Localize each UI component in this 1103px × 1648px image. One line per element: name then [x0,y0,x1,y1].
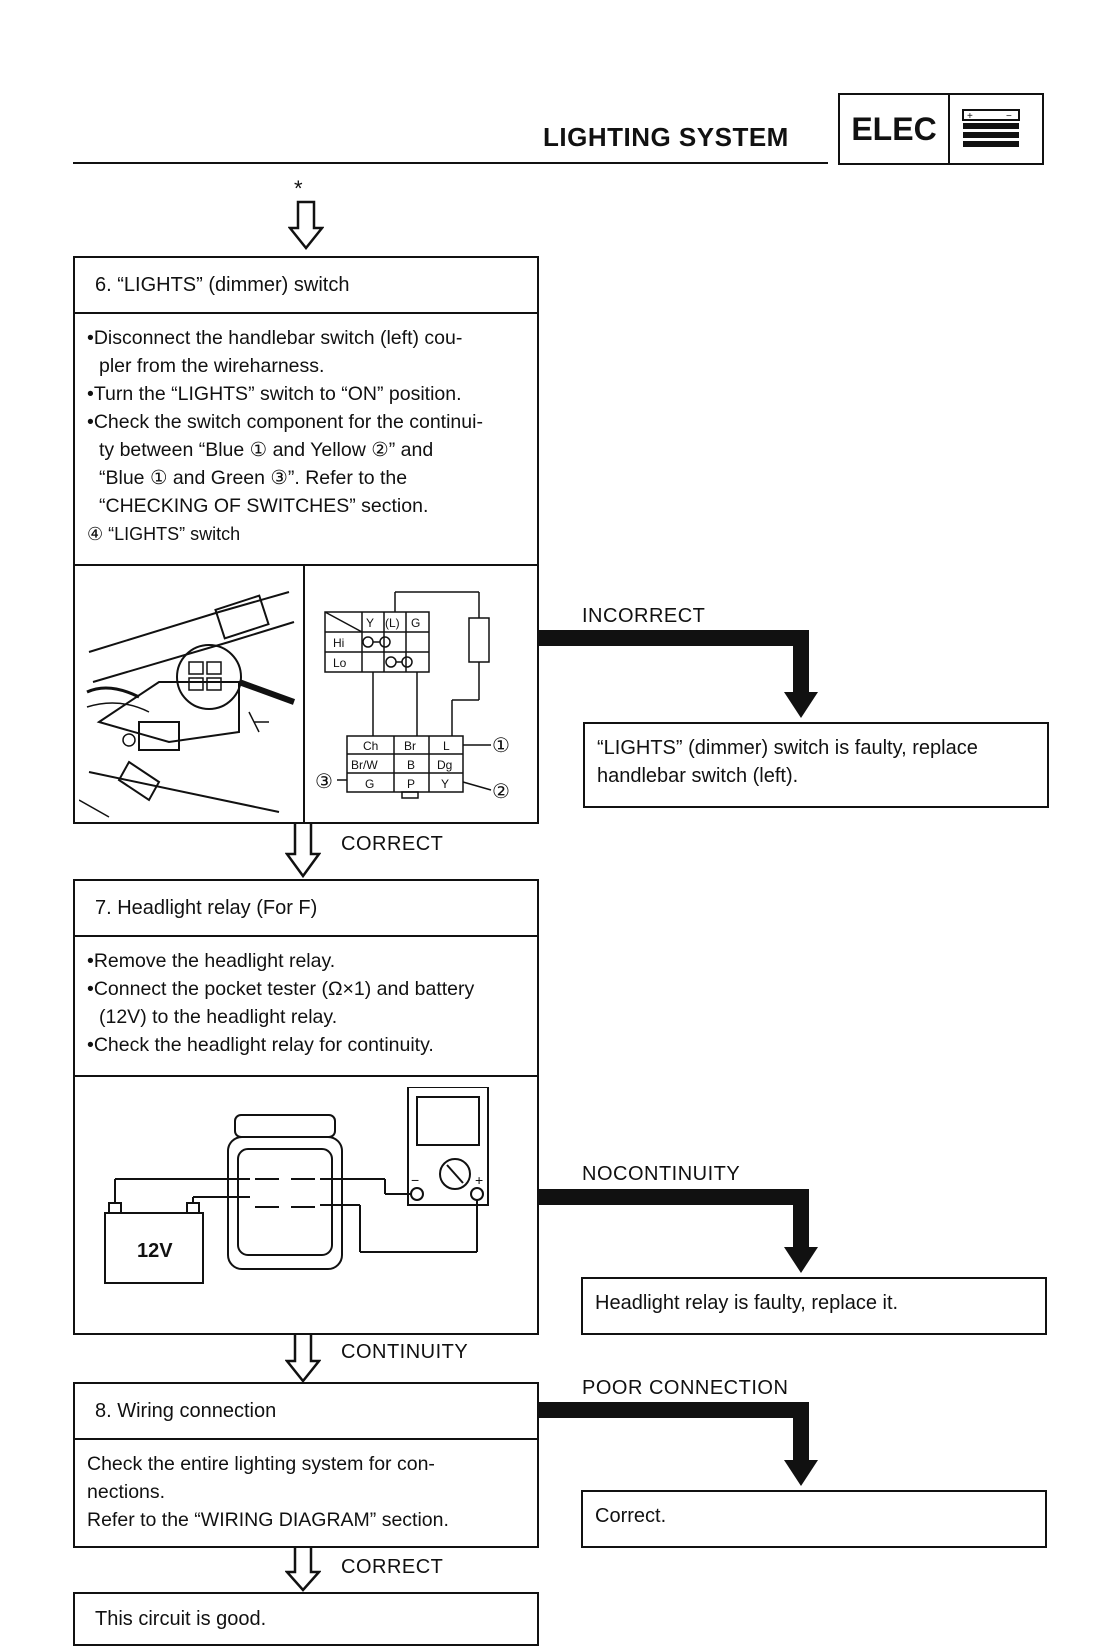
callout-2: ② [492,781,510,803]
coupler-pin: B [407,758,415,772]
branch-arrow-icon [539,1402,818,1486]
svg-text:+: + [967,111,973,122]
branch-arrow-icon [539,1189,818,1273]
coupler-pin: Br/W [351,758,378,772]
step-8-line: Refer to the “WIRING DIAGRAM” section. [87,1509,449,1531]
header-rule [73,162,828,164]
step-6-line: •Check the switch component for the cont… [87,411,483,433]
step-6-line: “Blue ① and Green ③”. Refer to the [99,467,408,489]
down-arrow-icon [285,1335,321,1384]
coupler-pin: L [443,739,450,753]
branch-label-poor-connection: POOR CONNECTION [582,1377,789,1399]
switch-continuity-diagram: Y (L) G Hi Lo Ch Br L Br/W B Dg G P Y ① … [315,591,510,803]
illustration-divider [303,566,305,824]
switch-header-g: G [411,616,420,630]
down-arrow-icon [285,1548,321,1592]
step-7-illustration: 12V − + [75,1077,537,1335]
down-arrow-icon [285,824,321,879]
coupler-pin: G [365,777,374,791]
switch-header-y: Y [366,616,374,630]
coupler-pin: Ch [363,739,378,753]
tester-minus: − [411,1172,419,1188]
branch-arrow-icon [539,630,818,718]
coupler-pin: P [407,777,415,791]
relay-test-diagram: 12V − + [104,1087,489,1284]
step-7-line: •Connect the pocket tester (Ω×1) and bat… [87,978,475,1000]
callout-1: ① [492,735,510,757]
branch-result-incorrect: “LIGHTS” (dimmer) switch is faulty, repl… [583,722,1049,808]
handlebar-switch-illustration [79,591,296,818]
step-7-line: •Remove the headlight relay. [87,950,336,972]
down-arrow-icon [288,200,324,251]
step-6-line: ty between “Blue ① and Yellow ②” and [99,439,434,461]
final-result-box: This circuit is good. [73,1592,539,1646]
section-tag: ELEC [840,95,950,163]
coupler-pin: Br [404,739,416,753]
coupler-pin: Y [441,777,449,791]
coupler-pin: Dg [437,758,452,772]
step-6-box: 6. “LIGHTS” (dimmer) switch •Disconnect … [73,256,539,824]
branch-label-incorrect: INCORRECT [582,605,706,627]
step-6-line: •Disconnect the handlebar switch (left) … [87,327,463,349]
step-8-instructions: Check the entire lighting system for con… [75,1440,537,1542]
step-7-box: 7. Headlight relay (For F) •Remove the h… [73,879,539,1335]
battery-icon: + − [962,109,1020,158]
step-6-line: pler from the wireharness. [99,355,325,377]
page-title: LIGHTING SYSTEM [543,122,789,152]
asterisk-marker: * [294,176,303,201]
flow-label-correct: CORRECT [341,1556,444,1578]
step-6-title: 6. “LIGHTS” (dimmer) switch [75,258,537,314]
switch-row-hi: Hi [333,636,344,650]
branch-label-nocontinuity: NOCONTINUITY [582,1163,741,1185]
svg-text:−: − [1006,111,1012,122]
callout-3: ③ [315,771,333,793]
step-7-instructions: •Remove the headlight relay. •Connect th… [75,937,537,1077]
step-6-note: ④ “LIGHTS” switch [87,524,241,544]
tester-plus: + [475,1172,483,1188]
section-tag-box: ELEC + − [838,93,1044,165]
step-8-line: Check the entire lighting system for con… [87,1453,435,1475]
step-7-line: •Check the headlight relay for continuit… [87,1034,434,1056]
switch-header-l: (L) [385,616,400,630]
step-6-instructions: •Disconnect the handlebar switch (left) … [75,314,537,566]
flow-label-correct: CORRECT [341,833,444,855]
battery-label: 12V [137,1240,173,1262]
switch-row-lo: Lo [333,656,347,670]
branch-result-poor-connection: Correct. [581,1490,1047,1548]
step-6-line: •Turn the “LIGHTS” switch to “ON” positi… [87,383,462,405]
step-6-illustration: Y (L) G Hi Lo Ch Br L Br/W B Dg G P Y ① … [75,566,537,824]
flow-label-continuity: CONTINUITY [341,1341,469,1363]
step-8-box: 8. Wiring connection Check the entire li… [73,1382,539,1548]
step-8-line: nections. [87,1481,166,1503]
step-6-line: “CHECKING OF SWITCHES” section. [99,495,429,517]
step-7-line: (12V) to the headlight relay. [99,1006,338,1028]
step-7-title: 7. Headlight relay (For F) [75,881,537,937]
step-8-title: 8. Wiring connection [75,1384,537,1440]
branch-result-nocontinuity: Headlight relay is faulty, replace it. [581,1277,1047,1335]
